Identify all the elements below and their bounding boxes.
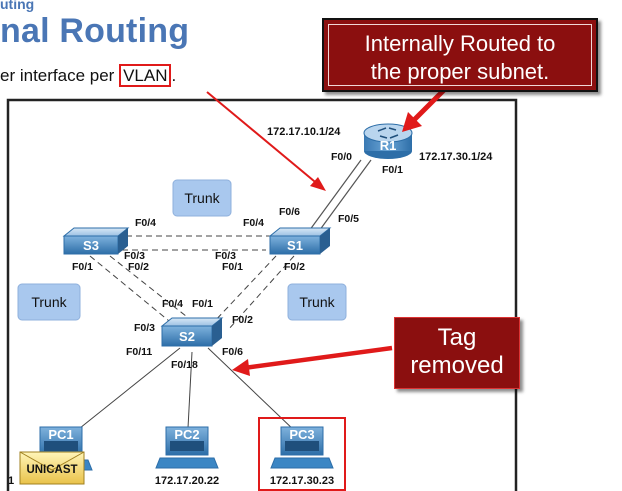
- switch-s3-icon: S3: [62, 227, 130, 255]
- pc2-name: PC2: [174, 427, 199, 442]
- pc3-icon: PC3: [270, 426, 334, 469]
- router-ip-left: 172.17.10.1/24: [267, 126, 341, 138]
- router-ip-right: 172.17.30.1/24: [419, 151, 493, 163]
- vlan-arrow-icon: [206, 91, 326, 191]
- switch-s1-icon: S1: [268, 227, 332, 255]
- port-s3-f03: F0/3: [124, 250, 145, 262]
- tag-removed-callout: Tag removed: [394, 317, 520, 389]
- unicast-label: UNICAST: [26, 464, 77, 476]
- port-s3-f04: F0/4: [135, 217, 156, 229]
- trunk-label-3: Trunk: [299, 294, 335, 310]
- diagram-frame: [6, 98, 518, 491]
- port-s3-f01: F0/1: [72, 261, 93, 273]
- vlan-highlight: VLAN: [119, 64, 172, 87]
- switch-s1-name: S1: [287, 238, 303, 253]
- trunk-box-1: [172, 179, 232, 217]
- port-r1-f01: F0/1: [382, 164, 403, 176]
- port-s1-f04: F0/4: [243, 217, 264, 229]
- routed-line-1: Internally Routed to: [364, 31, 556, 56]
- port-s3-f02: F0/2: [128, 261, 149, 273]
- trunk-s3-s2-b: [109, 255, 197, 325]
- unicast-envelope-icon: UNICAST: [19, 451, 85, 485]
- pc3-ip: 172.17.30.23: [270, 475, 334, 487]
- link-s2-pc2: [187, 351, 193, 429]
- router-r1-icon: R1: [363, 123, 413, 159]
- port-s2-f04: F0/4: [162, 298, 183, 310]
- port-r1-f00: F0/0: [331, 151, 352, 163]
- trunk-label-2: Trunk: [31, 294, 67, 310]
- port-s2-f01: F0/1: [192, 298, 213, 310]
- tag-line-2: removed: [410, 352, 504, 379]
- trunk-box-2: [17, 283, 81, 321]
- subtitle-suffix: .: [171, 66, 177, 85]
- port-s1-f03: F0/3: [215, 250, 236, 262]
- pc2-icon: PC2: [155, 426, 219, 469]
- port-s1-f05: F0/5: [338, 213, 359, 225]
- switch-s2-name: S2: [179, 329, 195, 344]
- port-s2-f02: F0/2: [232, 314, 253, 326]
- port-s1-f01: F0/1: [222, 261, 243, 273]
- switch-s3-name: S3: [83, 238, 99, 253]
- pc3-name: PC3: [289, 427, 314, 442]
- port-s1-f06: F0/6: [279, 206, 300, 218]
- routed-line-2: the proper subnet.: [370, 59, 550, 84]
- page-title: nal Routing: [0, 12, 190, 50]
- section-label: uting: [0, 0, 35, 12]
- routed-callout: Internally Routed to the proper subnet.: [322, 18, 598, 92]
- port-s2-f011: F0/11: [126, 346, 152, 358]
- port-s2-f018: F0/18: [171, 359, 198, 371]
- trunk-s1-s2-b: [227, 255, 295, 331]
- switch-s2-icon: S2: [160, 317, 224, 347]
- pc2-ip: 172.17.20.22: [155, 475, 219, 487]
- trunk-label-1: Trunk: [184, 190, 220, 206]
- trunk-box-3: [287, 283, 347, 321]
- pc1-ip: 1: [8, 475, 14, 487]
- port-s1-f02: F0/2: [284, 261, 305, 273]
- tag-arrow-icon: [232, 345, 393, 376]
- link-s2-pc1: [69, 347, 181, 437]
- subtitle: er interface per VLAN.: [0, 64, 177, 87]
- port-s2-f06: F0/6: [222, 346, 243, 358]
- routed-callout-text: Internally Routed to the proper subnet.: [328, 24, 592, 86]
- port-s2-f03: F0/3: [134, 322, 155, 334]
- pc1-name: PC1: [48, 427, 73, 442]
- tag-line-1: Tag: [437, 324, 477, 351]
- pc3-highlight: [258, 417, 346, 491]
- subtitle-prefix: er interface per: [0, 66, 120, 85]
- trunk-s1-s2-a: [211, 255, 277, 325]
- router-name: R1: [380, 138, 397, 153]
